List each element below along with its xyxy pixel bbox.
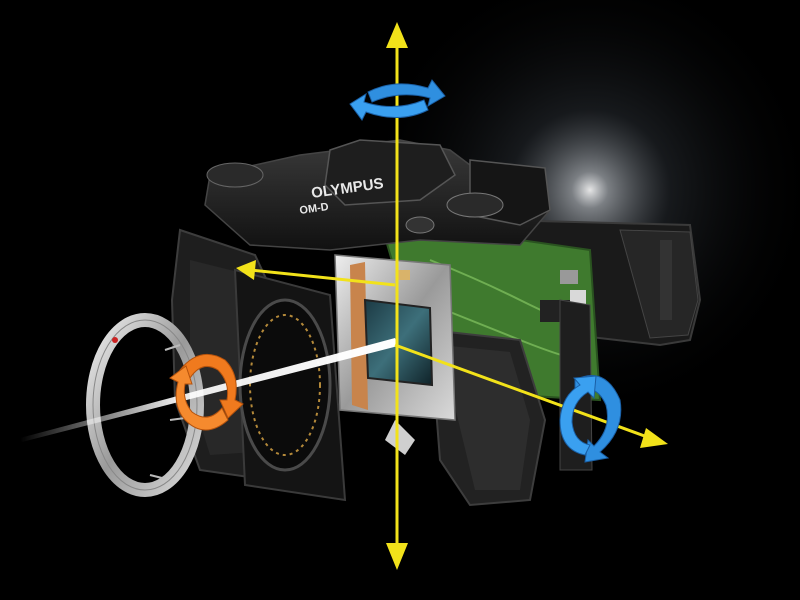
- arrow-up-icon: [386, 22, 408, 48]
- yaw-axis-left: [236, 260, 396, 287]
- model-logo: OM-D: [299, 201, 330, 217]
- camera-top-plate: OLYMPUS OM-D: [204, 139, 551, 251]
- optical-axis-beam: [20, 338, 398, 442]
- yaw-rotation-icon: [349, 79, 446, 121]
- lens-mount-frame: [233, 268, 347, 502]
- pitch-rotation-icon: [169, 353, 244, 431]
- camera-rear-body: [428, 328, 547, 507]
- control-dial: [446, 192, 504, 218]
- roll-rotation-icon: [559, 375, 622, 463]
- vertical-axis: [386, 22, 408, 570]
- arrow-down-icon: [386, 543, 408, 570]
- lens-mount-ring: [86, 313, 204, 497]
- mode-dial: [206, 162, 264, 188]
